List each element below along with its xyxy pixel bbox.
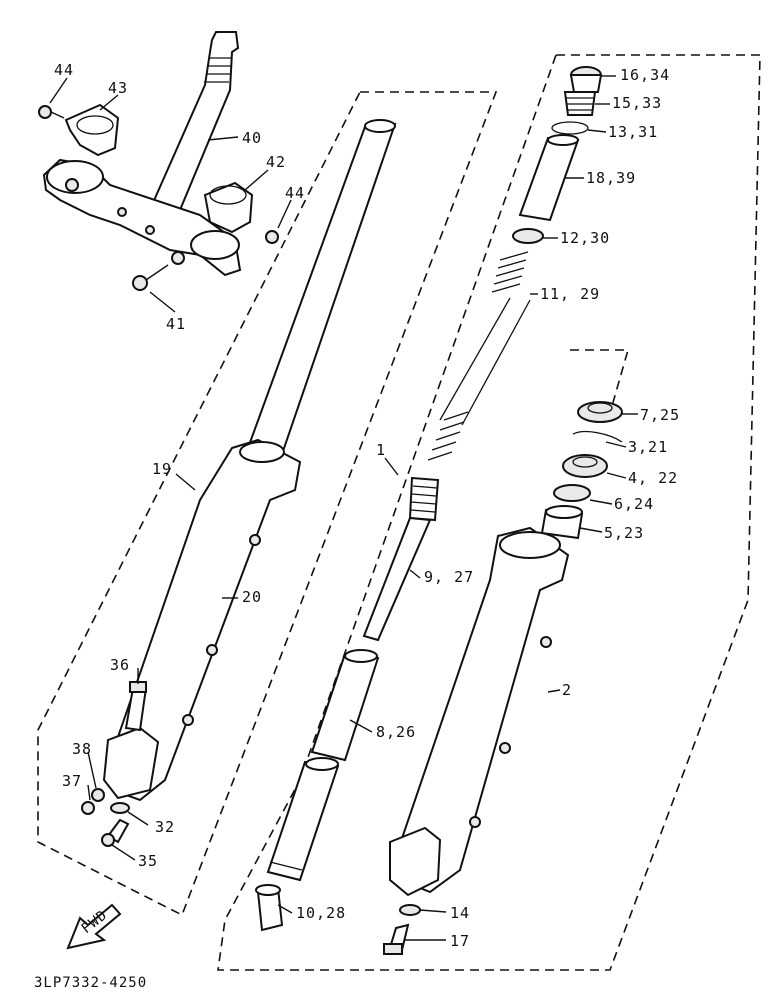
- outer-tube-group-outline: [570, 349, 630, 421]
- nut-37: [81, 801, 95, 815]
- callout-4-22: 4, 22: [628, 469, 678, 487]
- outer-tube-20: [102, 438, 302, 802]
- callout-20: 20: [242, 588, 262, 606]
- callout-37: 37: [62, 772, 82, 790]
- callout-2: 2: [562, 681, 572, 699]
- inner-tube-19: [246, 119, 397, 462]
- bolt-35: [101, 818, 130, 847]
- washer-6-24: [553, 484, 591, 502]
- cap-bolt-16-34: [569, 66, 603, 93]
- seat-10-28-upper: [266, 757, 340, 882]
- rebound-spring-8-26: [310, 649, 380, 762]
- seat-10-28-lower: [255, 884, 284, 932]
- bushing-5-23: [540, 505, 584, 540]
- callout-12-30: 12,30: [560, 229, 610, 247]
- bolt-44-left: [38, 105, 65, 119]
- left-fork-group-outline: [37, 91, 498, 917]
- leader-lines: [49, 75, 638, 941]
- callout-42: 42: [266, 153, 286, 171]
- bolt-41: [132, 264, 169, 291]
- callout-43: 43: [108, 79, 128, 97]
- callout-8-26: 8,26: [376, 723, 416, 741]
- callout-35: 35: [138, 852, 158, 870]
- spacer-18-39: [518, 134, 580, 222]
- callout-44-left: 44: [54, 61, 74, 79]
- callout-14: 14: [450, 904, 470, 922]
- bolt-17: [383, 923, 410, 955]
- dust-seal-7-25: [577, 401, 623, 423]
- callout-40: 40: [242, 129, 262, 147]
- callout-32: 32: [155, 818, 175, 836]
- callout-9-27: 9, 27: [424, 568, 474, 586]
- callout-38: 38: [72, 740, 92, 758]
- callout-5-23: 5,23: [604, 524, 644, 542]
- fwd-arrow: FWD: [66, 903, 122, 950]
- spacer-15-33: [563, 91, 597, 116]
- bolt-44-right: [265, 230, 279, 244]
- oil-seal-4-22: [562, 454, 608, 478]
- callout-6-24: 6,24: [614, 495, 654, 513]
- callout-19: 19: [152, 460, 172, 478]
- spring-11-29: [427, 251, 531, 461]
- steering-stem: [42, 31, 242, 277]
- upper-clamp-43: [64, 103, 120, 157]
- washer-32: [110, 802, 130, 814]
- right-fork-group-outline: [217, 54, 761, 971]
- clip-3-21: [572, 430, 623, 443]
- callout-41: 41: [166, 315, 186, 333]
- callout-18-39: 18,39: [586, 169, 636, 187]
- callout-7-25: 7,25: [640, 406, 680, 424]
- clamp-42: [203, 181, 254, 234]
- callout-36: 36: [110, 656, 130, 674]
- nut-38: [91, 788, 105, 802]
- outer-tube-2: [389, 526, 570, 897]
- oring-13-31: [551, 121, 589, 135]
- callout-3-21: 3,21: [628, 438, 668, 456]
- callout-15-33: 15,33: [612, 94, 662, 112]
- damper-rod-9-27: [362, 476, 440, 642]
- callout-1: 1: [376, 441, 386, 459]
- callout-17: 17: [450, 932, 470, 950]
- callout-13-31: 13,31: [608, 123, 658, 141]
- washer-14: [399, 904, 421, 916]
- drawing-code: 3LP7332-4250: [34, 975, 147, 991]
- callout-44-right: 44: [285, 184, 305, 202]
- washer-12-30: [512, 228, 544, 244]
- callout-10-28: 10,28: [296, 904, 346, 922]
- bolt-36: [124, 681, 148, 732]
- callout-16-34: 16,34: [620, 66, 670, 84]
- callout-11-29: 11, 29: [540, 285, 600, 303]
